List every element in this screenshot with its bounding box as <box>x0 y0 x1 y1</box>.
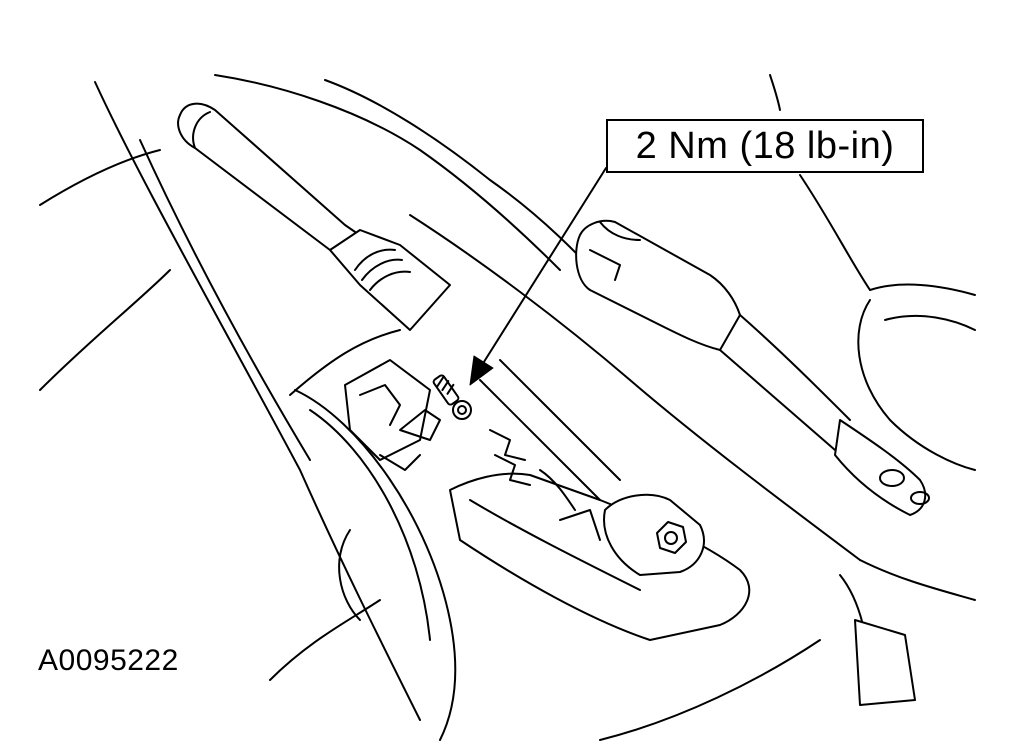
multifunction-lever <box>177 102 451 331</box>
right-lever <box>575 219 930 516</box>
torque-spec-label: 2 Nm (18 lb-in) <box>635 124 895 167</box>
steering-wheel-rim <box>294 389 457 741</box>
bolt-icon <box>432 374 472 420</box>
arrow-icon <box>469 167 607 386</box>
figure-id: A0095222 <box>38 644 179 677</box>
torque-callout: 2 Nm (18 lb-in) <box>606 119 924 173</box>
column-shroud <box>214 74 751 641</box>
left-trim-panel <box>39 81 421 721</box>
mounting-boss <box>603 493 705 576</box>
right-console <box>409 74 976 741</box>
